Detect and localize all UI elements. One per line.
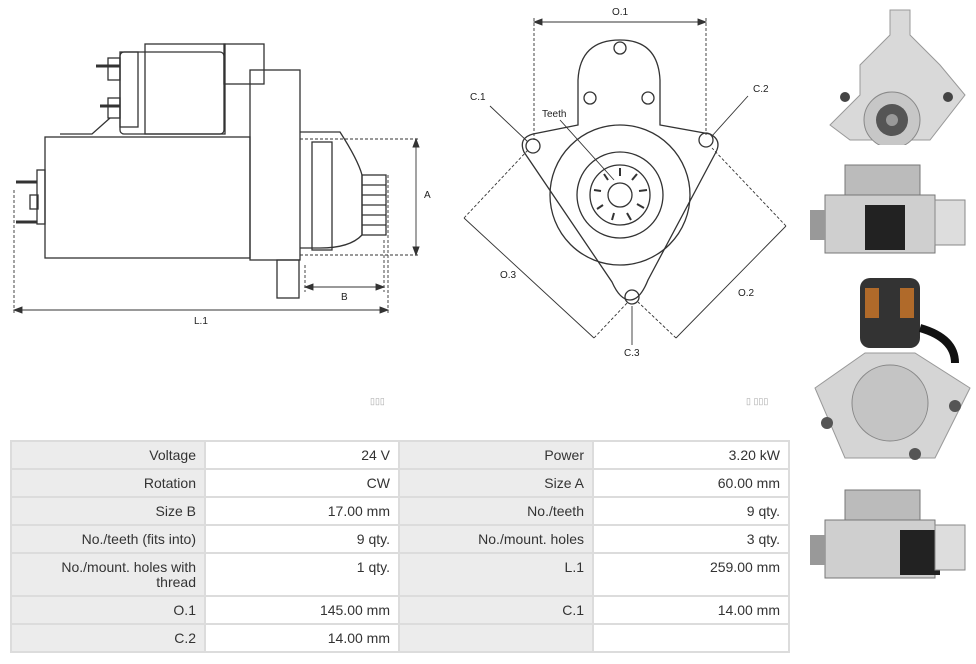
table-row: Voltage 24 V Power 3.20 kW [10, 440, 790, 470]
table-row: Size B 17.00 mm No./teeth 9 qty. [10, 496, 790, 526]
spec-value: 3.20 kW [592, 440, 790, 470]
table-row: No./mount. holes with thread 1 qty. L.1 … [10, 552, 790, 597]
spec-value: 3 qty. [592, 524, 790, 554]
spec-label: L.1 [398, 552, 594, 597]
product-photo-front [829, 9, 966, 145]
dim-label-o1: O.1 [612, 7, 629, 18]
dim-label-c3: C.3 [624, 348, 640, 359]
spec-value: 24 V [204, 440, 400, 470]
spec-label: No./mount. holes with thread [10, 552, 206, 597]
spec-label: Size A [398, 468, 594, 498]
dim-label-b: B [341, 292, 348, 303]
side-dimensions [12, 137, 420, 314]
spec-label: C.1 [398, 595, 594, 625]
spec-value: 14.00 mm [204, 623, 400, 653]
dim-label-o3: O.3 [500, 270, 517, 281]
technical-drawing: A B L.1 [12, 7, 787, 359]
spec-label: No./mount. holes [398, 524, 594, 554]
spec-value: 14.00 mm [592, 595, 790, 625]
product-photo-side [810, 164, 966, 254]
spec-label [398, 623, 594, 653]
dim-label-a: A [424, 190, 431, 201]
dim-label-c2: C.2 [753, 84, 769, 95]
side-view [16, 43, 387, 299]
faint-marking: ▯ ▯▯▯ [746, 396, 769, 406]
spec-label: Voltage [10, 440, 206, 470]
spec-label: Rotation [10, 468, 206, 498]
dim-label-l1: L.1 [194, 316, 208, 327]
product-photo-side-2 [810, 489, 966, 579]
specs-table: Voltage 24 V Power 3.20 kW Rotation CW S… [10, 440, 790, 653]
spec-value: 17.00 mm [204, 496, 400, 526]
front-dimensions [463, 18, 787, 345]
spec-value: CW [204, 468, 400, 498]
drawing-svg: A B L.1 [12, 7, 787, 359]
dim-label-teeth: Teeth [542, 109, 566, 120]
table-row: O.1 145.00 mm C.1 14.00 mm [10, 595, 790, 625]
table-row: C.2 14.00 mm [10, 623, 790, 653]
dim-label-c1: C.1 [470, 92, 486, 103]
spec-value: 259.00 mm [592, 552, 790, 597]
faint-marking: ▯▯▯ [370, 396, 385, 406]
dim-label-o2: O.2 [738, 288, 755, 299]
spec-value: 9 qty. [592, 496, 790, 526]
specs-body: Voltage 24 V Power 3.20 kW Rotation CW S… [10, 440, 790, 653]
spec-value: 60.00 mm [592, 468, 790, 498]
spec-label: Size B [10, 496, 206, 526]
spec-label: C.2 [10, 623, 206, 653]
spec-label: No./teeth (fits into) [10, 524, 206, 554]
table-row: Rotation CW Size A 60.00 mm [10, 468, 790, 498]
product-photos [800, 0, 976, 600]
spec-value: 1 qty. [204, 552, 400, 597]
spec-label: No./teeth [398, 496, 594, 526]
product-photo-rear [814, 278, 971, 460]
spec-label: O.1 [10, 595, 206, 625]
pinion-teeth [593, 168, 648, 221]
spec-value [592, 623, 790, 653]
table-row: No./teeth (fits into) 9 qty. No./mount. … [10, 524, 790, 554]
spec-value: 145.00 mm [204, 595, 400, 625]
spec-value: 9 qty. [204, 524, 400, 554]
spec-label: Power [398, 440, 594, 470]
